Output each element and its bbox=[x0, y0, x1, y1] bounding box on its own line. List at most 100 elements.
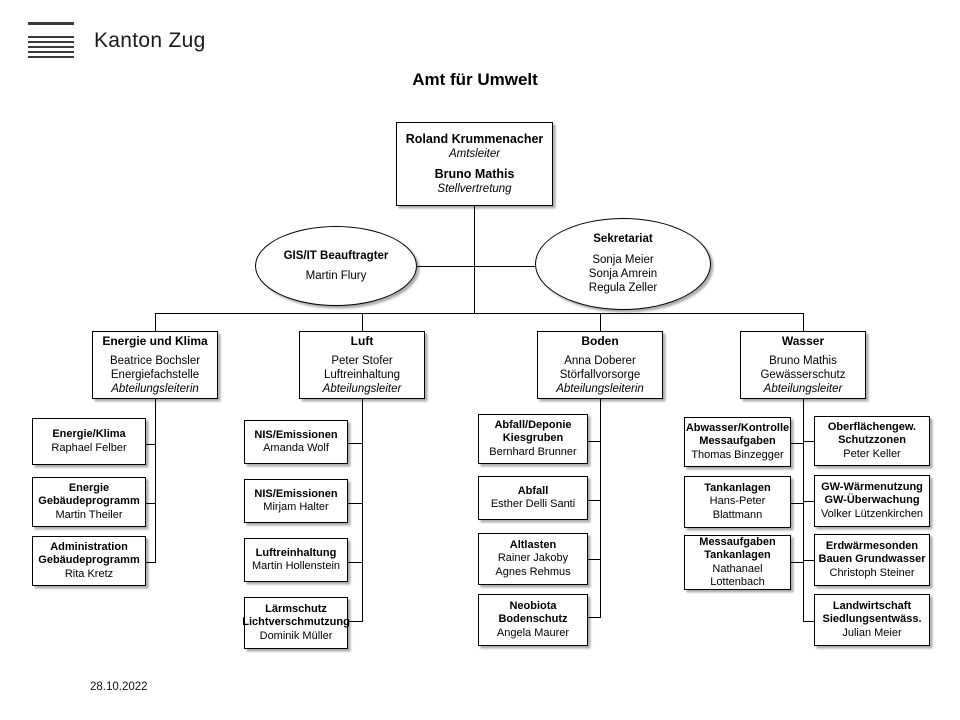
connector-spine-energie bbox=[155, 399, 156, 563]
node-unit-administration-gebaeudeprogramm[interactable]: Administration Gebäudeprogramm Rita Kret… bbox=[32, 536, 146, 586]
connector-stub-luft-2 bbox=[348, 503, 363, 504]
unit-title-2: Lichtverschmutzung bbox=[242, 616, 350, 629]
brand-header: Kanton Zug bbox=[28, 18, 206, 64]
connector-spine-luft bbox=[362, 399, 363, 621]
unit-title: Energie/Klima bbox=[52, 428, 126, 441]
node-unit-gw-waermenutzung-ueberwachung[interactable]: GW-Wärmenutzung GW-Überwachung Volker Lü… bbox=[814, 475, 930, 527]
unit-title: Neobiota bbox=[509, 599, 557, 612]
dept-unit: Luftreinhaltung bbox=[323, 368, 401, 381]
unit-person-1: Peter Keller bbox=[843, 447, 901, 460]
node-unit-erdwaermesonden-bauen-grundwasser[interactable]: Erdwärmesonden Bauen Grundwasser Christo… bbox=[814, 534, 930, 586]
connector-bus-drop-wasser bbox=[803, 313, 804, 331]
connector-stub-wasser-right-2 bbox=[803, 501, 815, 502]
connector-stub-luft-1 bbox=[348, 443, 363, 444]
sekretariat-person-1: Sonja Meier bbox=[592, 253, 654, 266]
unit-person-1: Bernhard Brunner bbox=[489, 445, 577, 458]
unit-person-1: Thomas Binzegger bbox=[691, 448, 784, 461]
unit-title: Abfall bbox=[517, 484, 549, 497]
unit-title: Administration bbox=[50, 540, 128, 553]
unit-person-1: Julian Meier bbox=[842, 626, 902, 639]
node-unit-energie-gebaeudeprogramm[interactable]: Energie Gebäudeprogramm Martin Theiler bbox=[32, 477, 146, 527]
connector-stub-energie-2 bbox=[146, 503, 156, 504]
kanton-zug-bars-logo-icon bbox=[28, 20, 74, 62]
unit-person-1: Mirjam Halter bbox=[263, 501, 329, 513]
connector-root-to-gis bbox=[415, 266, 475, 267]
connector-bus-drop-energie bbox=[155, 313, 156, 331]
dept-unit: Störfallvorsorge bbox=[559, 368, 641, 381]
node-sekretariat[interactable]: Sekretariat Sonja Meier Sonja Amrein Reg… bbox=[535, 218, 711, 310]
connector-root-trunk bbox=[474, 206, 475, 313]
unit-person-1: Hans-Peter bbox=[709, 495, 766, 508]
gis-it-person-1: Martin Flury bbox=[305, 270, 367, 282]
unit-title-2: Tankanlagen bbox=[704, 549, 771, 562]
connector-stub-wasser-right-3 bbox=[803, 560, 815, 561]
node-unit-nis-emissionen-wolf[interactable]: NIS/Emissionen Amanda Wolf bbox=[244, 420, 348, 464]
unit-title-2: Bauen Grundwasser bbox=[818, 553, 926, 566]
connector-stub-boden-1 bbox=[587, 441, 601, 442]
unit-title: NIS/Emissionen bbox=[254, 487, 338, 500]
unit-person-1: Esther Delli Santi bbox=[490, 498, 576, 510]
dept-title: Luft bbox=[350, 334, 374, 349]
root-name: Roland Krummenacher bbox=[405, 132, 544, 147]
unit-person-1: Angela Maurer bbox=[496, 626, 570, 639]
connector-bus-drop-boden bbox=[600, 313, 601, 331]
unit-title: Erdwärmesonden bbox=[825, 539, 919, 552]
connector-stub-wasser-left-3 bbox=[791, 562, 804, 563]
unit-title-2: Siedlungsentwäss. bbox=[822, 613, 922, 626]
unit-person-1: Christoph Steiner bbox=[829, 566, 915, 579]
unit-title: GW-Wärmenutzung bbox=[821, 480, 923, 493]
node-unit-abfall-deponie-kiesgruben[interactable]: Abfall/Deponie Kiesgruben Bernhard Brunn… bbox=[478, 414, 588, 464]
node-unit-energie-klima[interactable]: Energie/Klima Raphael Felber bbox=[32, 418, 146, 465]
sekretariat-person-3: Regula Zeller bbox=[588, 282, 658, 295]
unit-title: Abwasser/Kontrolle bbox=[685, 421, 790, 434]
node-unit-tankanlagen[interactable]: Tankanlagen Hans-Peter Blattmann bbox=[684, 476, 791, 528]
dept-person: Beatrice Bochsler bbox=[109, 354, 201, 367]
unit-person-1: Amanda Wolf bbox=[263, 442, 329, 454]
unit-person-1: Rita Kretz bbox=[64, 567, 114, 580]
node-unit-luftreinhaltung[interactable]: Luftreinhaltung Martin Hollenstein bbox=[244, 538, 348, 582]
node-department-luft[interactable]: Luft Peter Stofer Luftreinhaltung Abteil… bbox=[299, 331, 425, 399]
connector-stub-boden-2 bbox=[587, 500, 601, 501]
node-department-energie-und-klima[interactable]: Energie und Klima Beatrice Bochsler Ener… bbox=[92, 331, 218, 399]
unit-title: Energie bbox=[68, 481, 110, 494]
node-unit-altlasten[interactable]: Altlasten Rainer Jakoby Agnes Rehmus bbox=[478, 533, 588, 585]
sekretariat-person-2: Sonja Amrein bbox=[588, 268, 658, 280]
gis-it-title: GIS/IT Beauftragter bbox=[283, 249, 389, 262]
node-unit-oberflaechengew-schutzzonen[interactable]: Oberflächengew. Schutzzonen Peter Keller bbox=[814, 416, 930, 466]
connector-spine-wasser bbox=[803, 399, 804, 621]
node-gis-it-beauftragter[interactable]: GIS/IT Beauftragter Martin Flury bbox=[255, 226, 417, 306]
node-unit-messaufgaben-tankanlagen[interactable]: Messaufgaben Tankanlagen Nathanael Lotte… bbox=[684, 535, 791, 590]
unit-person-1: Martin Hollenstein bbox=[251, 560, 341, 572]
unit-title-2: Messaufgaben bbox=[699, 435, 776, 448]
node-unit-abfall[interactable]: Abfall Esther Delli Santi bbox=[478, 476, 588, 520]
node-department-wasser[interactable]: Wasser Bruno Mathis Gewässerschutz Abtei… bbox=[740, 331, 866, 399]
dept-person: Anna Doberer bbox=[564, 354, 636, 367]
dept-person: Peter Stofer bbox=[331, 354, 393, 367]
unit-person-1: Nathanael bbox=[712, 562, 763, 575]
node-unit-neobiota-bodenschutz[interactable]: Neobiota Bodenschutz Angela Maurer bbox=[478, 594, 588, 646]
connector-department-bus bbox=[155, 313, 803, 314]
node-unit-laermschutz-lichtverschmutzung[interactable]: Lärmschutz Lichtverschmutzung Dominik Mü… bbox=[242, 597, 350, 649]
unit-person-1: Dominik Müller bbox=[259, 629, 333, 642]
unit-person-1: Martin Theiler bbox=[55, 508, 123, 521]
dept-role: Abteilungsleiter bbox=[322, 382, 402, 395]
connector-stub-boden-4 bbox=[587, 617, 601, 618]
sekretariat-title: Sekretariat bbox=[593, 233, 653, 246]
node-unit-nis-emissionen-halter[interactable]: NIS/Emissionen Mirjam Halter bbox=[244, 479, 348, 523]
unit-title-2: Kiesgruben bbox=[502, 432, 564, 445]
connector-stub-luft-4 bbox=[348, 621, 363, 622]
unit-title-2: Schutzzonen bbox=[838, 434, 906, 447]
dept-title: Wasser bbox=[781, 334, 825, 349]
unit-title: Oberflächengew. bbox=[827, 420, 917, 433]
node-unit-abwasser-kontrolle-messaufgaben[interactable]: Abwasser/Kontrolle Messaufgaben Thomas B… bbox=[684, 417, 791, 467]
node-department-boden[interactable]: Boden Anna Doberer Störfallvorsorge Abte… bbox=[537, 331, 663, 399]
unit-title-2: Gebäudeprogramm bbox=[38, 554, 140, 567]
root-deputy-role: Stellvertretung bbox=[437, 182, 512, 195]
connector-stub-wasser-right-1 bbox=[803, 441, 815, 442]
unit-title: Landwirtschaft bbox=[832, 599, 912, 612]
node-unit-landwirtschaft-siedlungsentwaess[interactable]: Landwirtschaft Siedlungsentwäss. Julian … bbox=[814, 594, 930, 646]
page-title: Amt für Umwelt bbox=[0, 70, 960, 90]
node-amtsleitung[interactable]: Roland Krummenacher Amtsleiter Bruno Mat… bbox=[396, 122, 553, 206]
connector-root-to-sekretariat bbox=[474, 266, 537, 267]
